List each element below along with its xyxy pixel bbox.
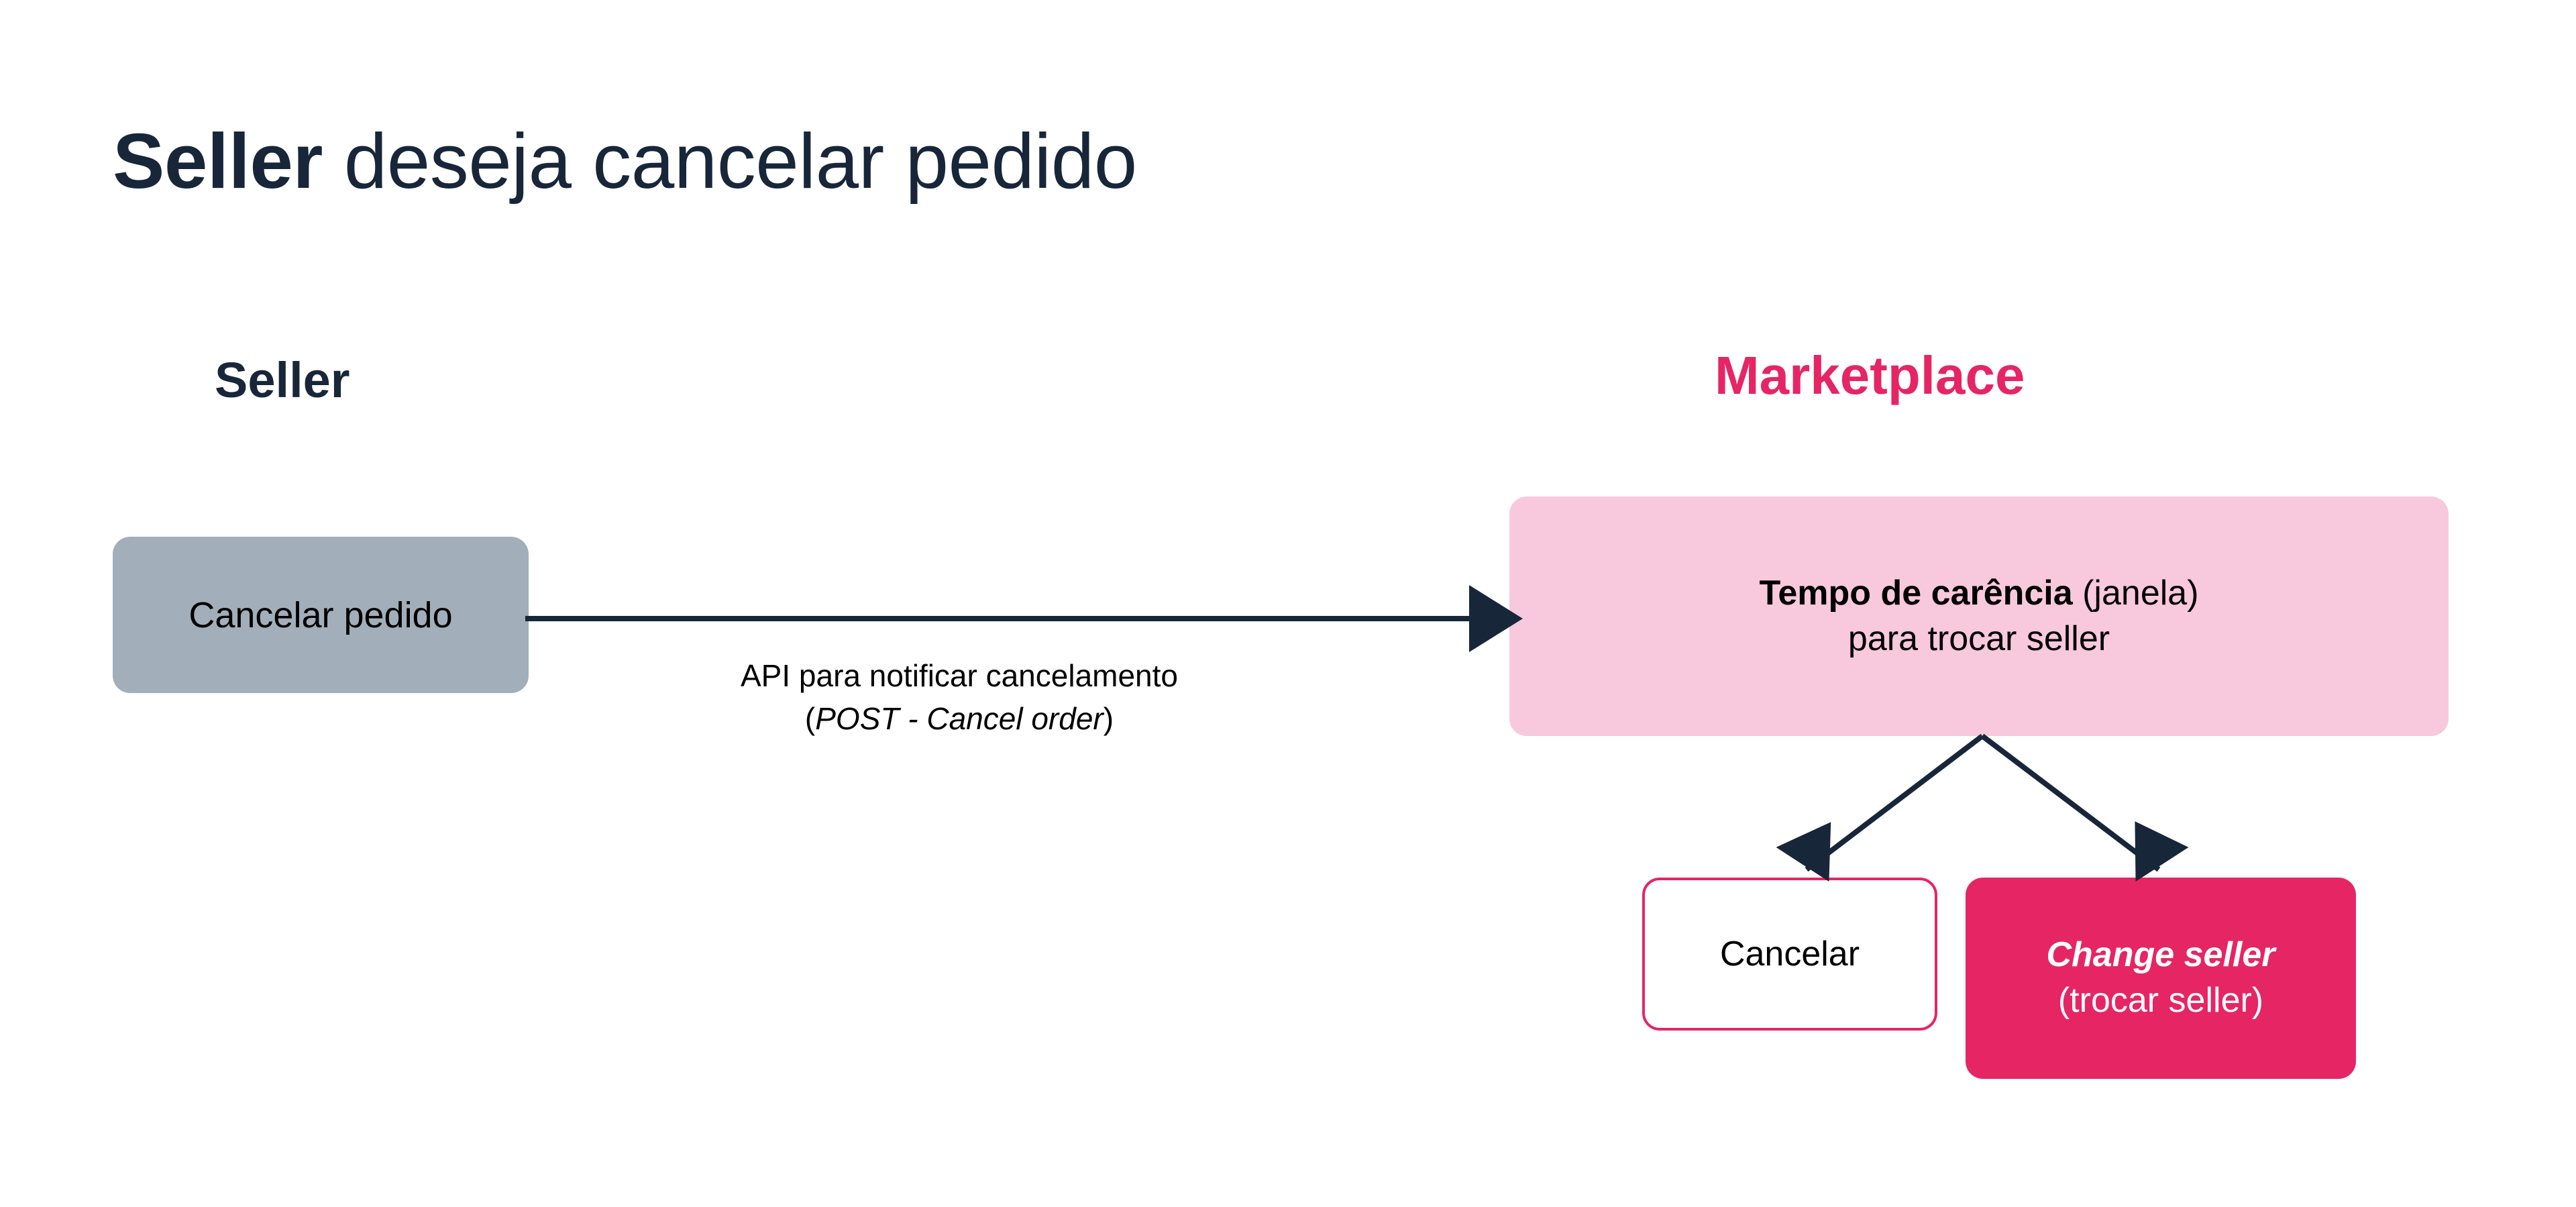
connector-fork-left <box>1776 733 1984 882</box>
node-tempo-carencia[interactable]: Tempo de carência (janela) para trocar s… <box>1509 496 2449 736</box>
node-cancelar-label: Cancelar <box>1719 935 1860 974</box>
node-change-seller-line1: Change seller <box>2046 935 2275 975</box>
paren-close: ) <box>1103 701 1114 737</box>
node-cancelar-pedido[interactable]: Cancelar pedido <box>113 537 529 693</box>
page-title: Seller deseja cancelar pedido <box>113 119 1137 203</box>
connector-api-method: POST - Cancel order <box>815 701 1104 737</box>
connector-api-arrow <box>525 585 1523 652</box>
node-tempo-carencia-line1: Tempo de carência (janela) <box>1759 571 2198 617</box>
node-change-seller[interactable]: Change seller (trocar seller) <box>1966 878 2356 1079</box>
node-tempo-carencia-line2: para trocar seller <box>1847 619 2110 658</box>
paren-open: ( <box>804 701 816 737</box>
node-change-seller-line2: (trocar seller) <box>2057 981 2264 1020</box>
connector-api-caption-line1: API para notificar cancelamento <box>740 658 1179 693</box>
connector-fork-right <box>1980 733 2189 882</box>
page-title-bold: Seller <box>113 117 323 205</box>
node-tempo-carencia-bold: Tempo de carência <box>1759 573 2073 613</box>
connector-api-caption: API para notificar cancelamento (POST - … <box>510 654 1409 741</box>
connector-api-caption-line2: (POST - Cancel order) <box>510 697 1409 740</box>
connector-fork-left-line <box>1805 733 1984 872</box>
connector-fork-right-line <box>1980 733 2161 872</box>
connector-fork-left-head <box>1776 822 1831 882</box>
connector-fork-right-head <box>2135 821 2189 882</box>
node-tempo-carencia-regular: (janela) <box>2072 573 2199 613</box>
column-heading-marketplace: Marketplace <box>1715 346 2025 405</box>
node-cancelar[interactable]: Cancelar <box>1642 878 1937 1031</box>
page-title-regular: deseja cancelar pedido <box>323 117 1138 205</box>
node-cancelar-pedido-label: Cancelar pedido <box>189 594 453 635</box>
column-heading-seller: Seller <box>215 352 350 408</box>
